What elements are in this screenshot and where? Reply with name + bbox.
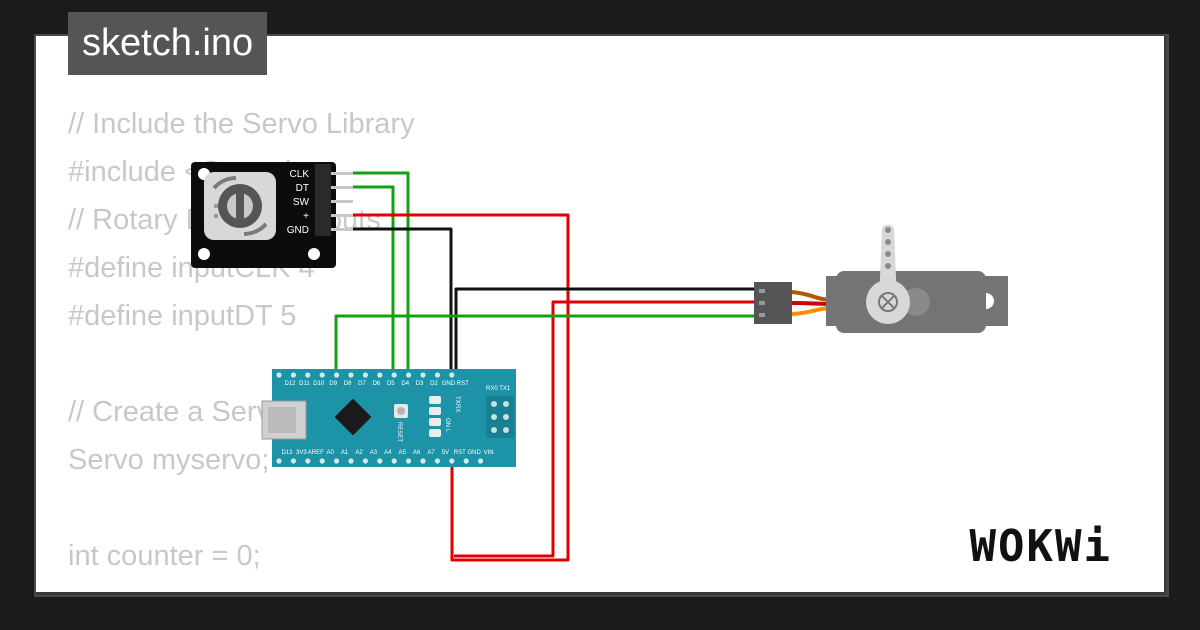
wokwi-logo: WOKWi [969,521,1112,572]
nano-pin-a0[interactable] [319,458,325,464]
project-card: // Include the Servo Library#include <Se… [34,34,1169,597]
nano-pin-a2[interactable] [348,458,354,464]
wires [334,171,754,562]
reset-label: RESET [396,422,402,442]
nano-pin-3v3[interactable] [290,458,296,464]
nano-pin-a4[interactable] [377,458,383,464]
nano-pin-rst[interactable] [449,372,455,378]
nano-pin-label: A2 [355,450,363,456]
nano-pin-d3[interactable] [406,372,412,378]
nano-pin-label: A4 [384,450,392,456]
nano-pin-label: A0 [327,450,335,456]
nano-pin-label: A3 [370,450,378,456]
nano-pin-d5[interactable] [377,372,383,378]
servo-motor[interactable] [754,224,1008,333]
nano-pin-label: RST [457,381,469,387]
nano-led-label: RX [454,404,460,412]
wire-servo-sig [334,314,754,369]
nano-pin-label: D12 [284,381,296,387]
nano-led-label: L [444,429,450,433]
nano-pin-label: D2 [430,381,438,387]
filename-tab[interactable]: sketch.ino [68,12,268,75]
nano-pin-d7[interactable] [348,372,354,378]
nano-pin-label: AREF [308,450,324,456]
code-line: int counter = 0; [68,540,261,572]
nano-pin-label: D7 [358,381,366,387]
nano-pin-d11[interactable] [290,372,296,378]
nano-pin-d12[interactable] [276,372,282,378]
nano-pin-label: D5 [387,381,395,387]
nano-pin-d9[interactable] [319,372,325,378]
nano-pin-label: D8 [344,381,352,387]
code-line: // Include the Servo Library [68,108,415,140]
nano-pin-label: GND [468,450,482,456]
nano-pin-label: D13 [281,450,293,456]
nano-led-label: TX [454,396,460,404]
nano-pin-a3[interactable] [362,458,368,464]
code-line: Servo myservo; [68,444,270,476]
nano-pin-d4[interactable] [391,372,397,378]
nano-pin-label: D4 [401,381,409,387]
wire-dt [353,185,395,369]
nano-pin-d6[interactable] [362,372,368,378]
nano-pin-label: D9 [329,381,337,387]
encoder-pin-label: DT [296,183,309,194]
nano-pin-label: D6 [373,381,381,387]
wire-servo-gnd [454,287,754,369]
nano-pin-label: A6 [413,450,421,456]
nano-pin-label: A1 [341,450,349,456]
nano-pin-d10[interactable] [305,372,311,378]
nano-pin-label: 3V3 [296,450,307,456]
encoder-pin-label: GND [287,225,309,236]
nano-pin-gnd[interactable] [434,372,440,378]
nano-pin-aref[interactable] [305,458,311,464]
nano-pin-label: A5 [399,450,407,456]
nano-pin-d8[interactable] [334,372,340,378]
serial-label: RX0 TX1 [486,386,511,392]
wire-clk [353,171,410,369]
nano-pin-label: A7 [427,450,435,456]
nano-pin-label: D11 [299,381,310,387]
nano-pin-a1[interactable] [334,458,340,464]
nano-pin-rst[interactable] [449,458,455,464]
nano-pin-vin[interactable] [478,458,484,464]
code-line: #define inputDT 5 [68,300,297,332]
nano-pin-label: VIN [484,450,494,456]
rotary-encoder[interactable]: CLK DT SW + GND [191,162,353,268]
nano-pin-a6[interactable] [406,458,412,464]
nano-pin-d2[interactable] [420,372,426,378]
encoder-pin-label: CLK [290,169,310,180]
nano-led-label: ON [444,418,450,427]
nano-pin-a5[interactable] [391,458,397,464]
nano-pin-5v[interactable] [434,458,440,464]
wire-servo-vcc [454,300,754,558]
nano-pin-label: D3 [416,381,424,387]
wire-vcc [353,213,570,562]
nano-pin-d13[interactable] [276,458,282,464]
nano-pin-gnd[interactable] [463,458,469,464]
nano-pin-label: D10 [313,381,325,387]
encoder-pin-label: + [303,211,309,222]
nano-pin-label: GND [442,381,456,387]
wire-gnd [353,227,453,369]
nano-pin-label: RST [454,450,466,456]
code-line: int currentStateCLK; [68,580,415,592]
nano-pin-a7[interactable] [420,458,426,464]
encoder-pin-label: SW [293,197,310,208]
nano-pin-label: 5V [442,450,449,456]
